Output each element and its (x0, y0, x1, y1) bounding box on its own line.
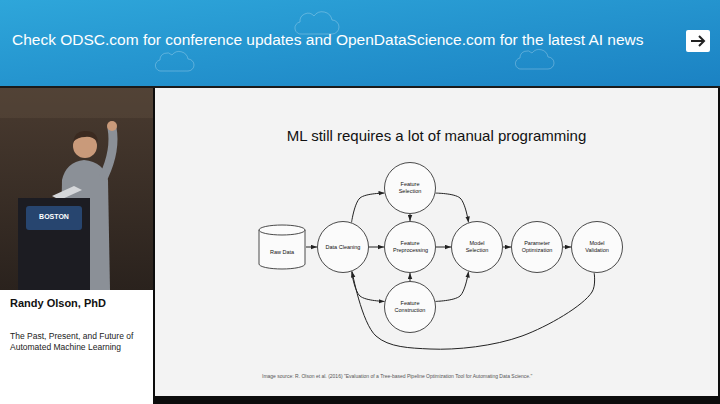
flow-arrow (306, 247, 317, 248)
flow-arrow (352, 272, 385, 302)
node-text: Feature Construction (393, 300, 427, 313)
node-text: Raw Data (270, 249, 294, 256)
data-store: Raw Data (258, 224, 306, 270)
process-circle: Feature Preprocessing (384, 221, 436, 273)
flow-arrow (369, 247, 384, 248)
name-panel (0, 290, 153, 404)
cloud-icon (515, 49, 554, 69)
flow-arrow (503, 247, 511, 248)
cylinder-outline (258, 224, 306, 270)
speaker-arm (104, 128, 113, 176)
process-circle: Parameter Optimization (511, 221, 563, 273)
flow-arrow (352, 193, 385, 222)
node-text: Feature Preprocessing (393, 240, 427, 253)
cylinder-top (259, 225, 305, 235)
node-text: Data Cleaning (326, 244, 361, 251)
speaker-name: Randy Olson, PhD (10, 297, 106, 310)
process-circle: Feature Selection (384, 162, 436, 214)
speaker-photo (0, 88, 153, 290)
arrow-icon (691, 36, 704, 46)
talk-title: The Past, Present, and Future of Automat… (10, 331, 148, 354)
node-text: Model Validation (580, 240, 614, 253)
image-source: Image source: R. Olson et al. (2016) "Ev… (262, 373, 532, 379)
flow-arrow (435, 193, 468, 222)
flow-arrow (436, 247, 451, 248)
flow-arrow (352, 271, 595, 349)
podium-logo: BOSTON (26, 213, 82, 221)
cylinder-body (259, 230, 305, 269)
node-text: Feature Selection (393, 181, 427, 194)
flow-arrow (435, 272, 468, 302)
speaker-hair (73, 131, 98, 142)
laptop (52, 186, 82, 200)
stage-light (0, 88, 153, 118)
flow-arrow (410, 273, 411, 281)
next-button (686, 30, 710, 52)
flow-arrow (563, 247, 571, 248)
process-circle: Model Validation (571, 221, 623, 273)
speaker-hand (107, 121, 117, 131)
cloud-icon (295, 12, 339, 34)
node-text: Parameter Optimization (520, 240, 554, 253)
cloud-icon (155, 51, 194, 71)
flow-arrow (410, 214, 411, 221)
banner-bar (0, 0, 720, 86)
podium (18, 198, 90, 290)
process-circle: Data Cleaning (317, 221, 369, 273)
node-text: Model Selection (460, 240, 494, 253)
banner-text: Check ODSC.com for conference updates an… (12, 31, 644, 50)
podium-sign (26, 206, 82, 230)
process-circle: Model Selection (451, 221, 503, 273)
slide (155, 88, 718, 396)
process-circle: Feature Construction (384, 281, 436, 333)
slide-title: ML still requires a lot of manual progra… (155, 127, 718, 144)
divider (0, 86, 720, 88)
